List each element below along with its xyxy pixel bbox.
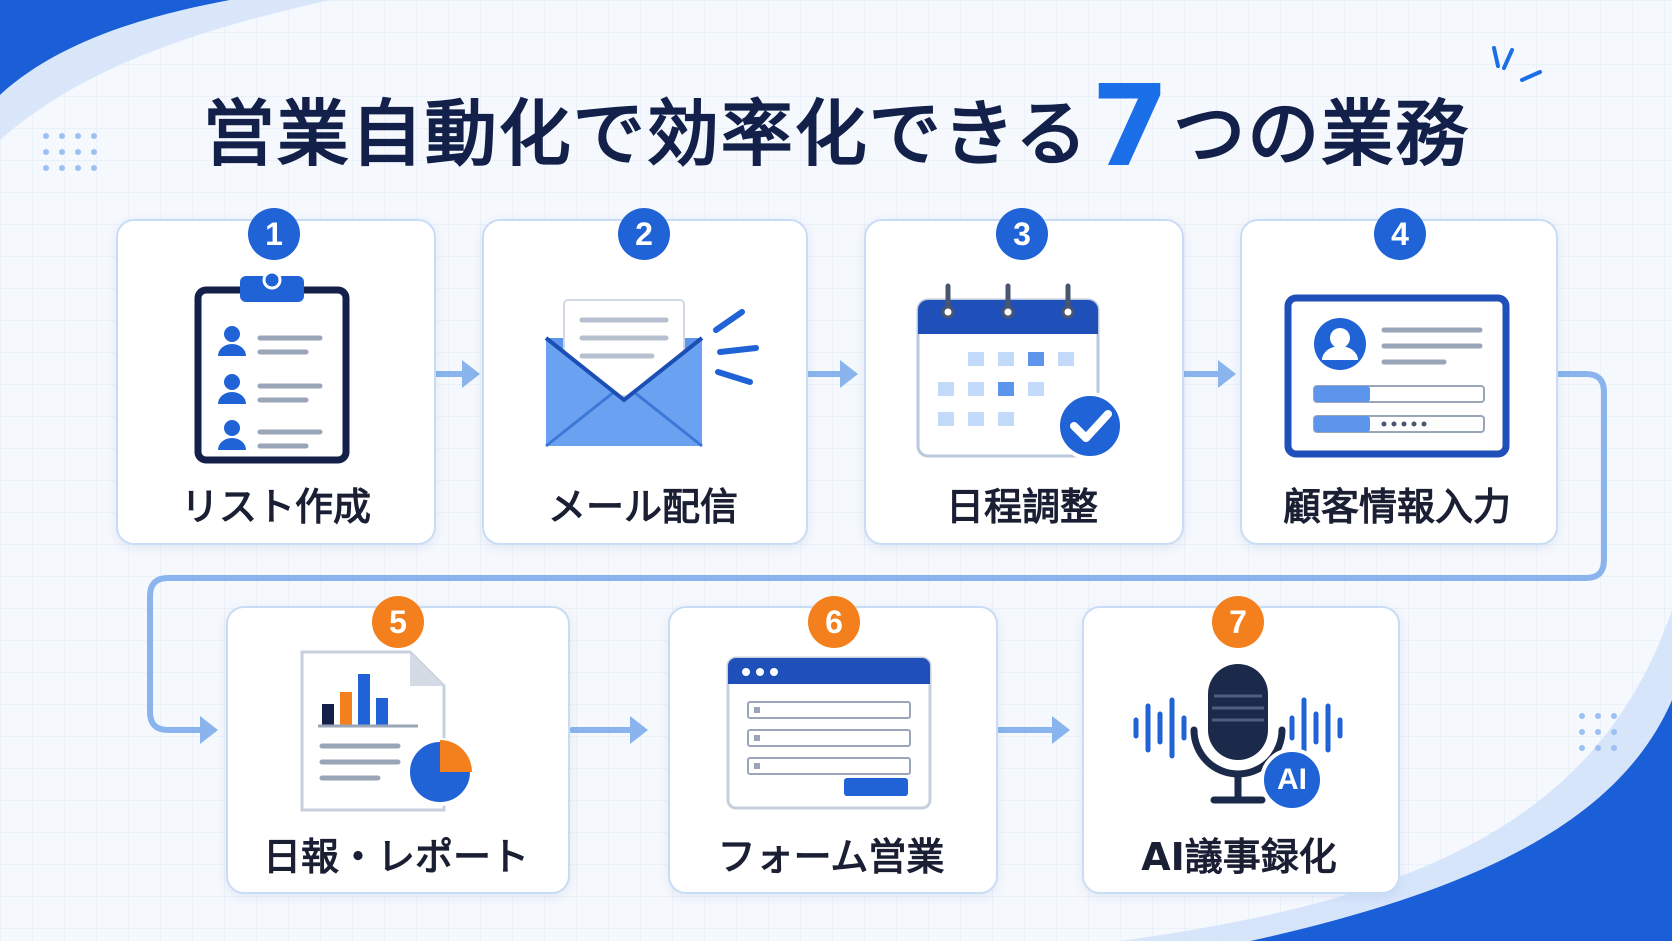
web-form-icon — [726, 656, 932, 810]
step-label-6: フォーム営業 — [717, 835, 945, 879]
step-badge-2: 2 — [618, 208, 670, 260]
page-title: 営業自動化で効率化できる7つの業務 — [0, 62, 1672, 192]
calendar-check-icon — [916, 283, 1124, 460]
title-number: 7 — [1091, 62, 1172, 192]
profile-form-icon — [1284, 294, 1510, 458]
step-badge-6: 6 — [808, 596, 860, 648]
step-badge-3: 3 — [996, 208, 1048, 260]
step-label-2: メール配信 — [547, 485, 738, 529]
step-badge-4: 4 — [1374, 208, 1426, 260]
clipboard-list-icon — [194, 270, 350, 464]
step-label-4: 顧客情報入力 — [1282, 485, 1511, 529]
microphone-graphic — [1133, 664, 1343, 812]
step-label-7: AI議事録化 — [1141, 835, 1337, 879]
title-text-before: 営業自動化で効率化できる — [202, 92, 1090, 176]
step-badge-1: 1 — [248, 208, 300, 260]
ai-microphone-icon: AI — [1128, 660, 1348, 820]
report-chart-icon — [300, 650, 474, 812]
ai-badge-text: AI — [1277, 763, 1307, 796]
envelope-icon — [544, 299, 759, 448]
step-label-5: 日報・レポート — [262, 835, 529, 879]
title-text-after: つの業務 — [1173, 92, 1470, 176]
step-label-1: リスト作成 — [180, 485, 371, 529]
step-badge-7: 7 — [1212, 596, 1264, 648]
step-label-3: 日程調整 — [945, 485, 1098, 529]
step-badge-5: 5 — [372, 596, 424, 648]
